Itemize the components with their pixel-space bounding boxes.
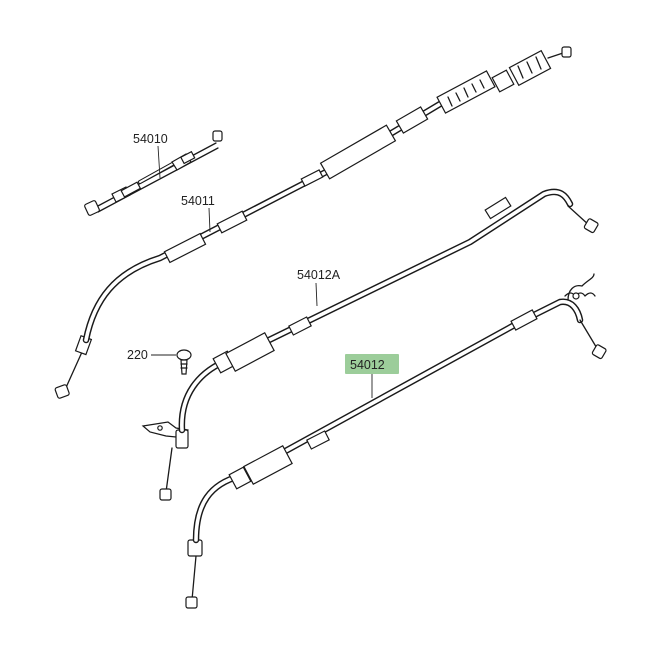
svg-text:54012: 54012 bbox=[350, 358, 385, 372]
svg-text:54010: 54010 bbox=[133, 132, 168, 146]
svg-text:54012A: 54012A bbox=[297, 268, 341, 282]
part-54011-cable[interactable] bbox=[54, 46, 572, 399]
highlight-box bbox=[345, 354, 399, 374]
svg-text:220: 220 bbox=[127, 348, 148, 362]
label-54012A: 54012A bbox=[297, 268, 341, 307]
part-54012A-cable[interactable] bbox=[141, 188, 599, 501]
label-220: 220 bbox=[127, 348, 176, 362]
svg-text:54011: 54011 bbox=[181, 194, 215, 208]
label-54011: 54011 bbox=[181, 194, 215, 233]
part-54012-cable[interactable] bbox=[185, 273, 607, 609]
part-220-screw[interactable] bbox=[176, 349, 192, 375]
label-54010: 54010 bbox=[133, 132, 168, 179]
part-54010-cable[interactable] bbox=[84, 130, 223, 216]
label-54012: 54012 bbox=[345, 354, 399, 398]
